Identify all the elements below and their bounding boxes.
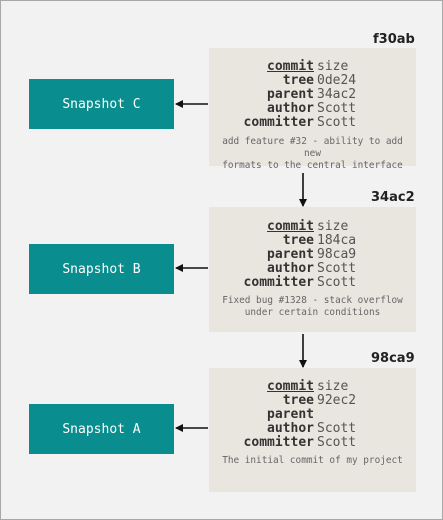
author-key: author (267, 421, 314, 436)
message-line: The initial commit of my project (222, 455, 403, 466)
message-line: Fixed bug #1328 - stack overflow (222, 295, 403, 306)
snapshot-box: Snapshot B (29, 244, 174, 294)
tree-key: tree (282, 393, 314, 408)
tree-value: 0de24 (317, 73, 357, 88)
tree-value: 92ec2 (317, 393, 357, 408)
commit-hash-label: 34ac2 (371, 190, 415, 205)
tree-key: tree (282, 73, 314, 88)
committer-key: committer (243, 115, 314, 130)
commit-value: size (317, 219, 349, 234)
commit-key: commit (267, 59, 314, 74)
author-key: author (267, 101, 314, 116)
message-line: under certain conditions (244, 307, 381, 318)
message-line: add feature #32 - ability to add new (222, 136, 403, 159)
message-line: formats to the central interface (222, 160, 403, 171)
tree-key: tree (282, 233, 314, 248)
author-key: author (267, 261, 314, 276)
parent-key: parent (267, 87, 314, 102)
commit-key: commit (267, 379, 314, 394)
author-value: Scott (317, 421, 357, 436)
commit-message: Fixed bug #1328 - stack overflow under c… (213, 295, 412, 319)
commit-value: size (317, 379, 349, 394)
committer-value: Scott (317, 115, 357, 130)
commit-value: size (317, 59, 349, 74)
commit-hash-label: 98ca9 (371, 351, 415, 366)
committer-value: Scott (317, 435, 357, 450)
commit-hash-label: f30ab (373, 32, 415, 47)
tree-value: 184ca (317, 233, 357, 248)
commit-message: The initial commit of my project (213, 455, 412, 467)
parent-key: parent (267, 247, 314, 262)
parent-value: 98ca9 (317, 247, 357, 262)
snapshot-box: Snapshot C (29, 79, 174, 129)
commit-key: commit (267, 219, 314, 234)
author-value: Scott (317, 261, 357, 276)
committer-key: committer (243, 435, 314, 450)
committer-key: committer (243, 275, 314, 290)
parent-value: 34ac2 (317, 87, 357, 102)
committer-value: Scott (317, 275, 357, 290)
author-value: Scott (317, 101, 357, 116)
commit-message: add feature #32 - ability to add new for… (213, 136, 412, 172)
parent-key: parent (267, 407, 314, 422)
snapshot-box: Snapshot A (29, 404, 174, 454)
